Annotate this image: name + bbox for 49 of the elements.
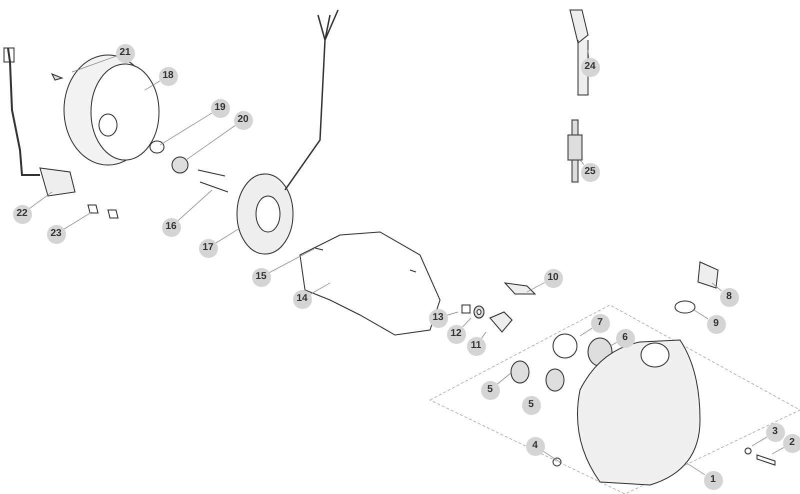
callout-number: 19: [210, 98, 230, 118]
callout-number: 7: [590, 314, 610, 332]
leader-line: [216, 228, 240, 244]
callout-number: 25: [580, 162, 600, 182]
callout-number: 22: [12, 204, 32, 224]
leader-line: [772, 447, 784, 454]
callout-number: 12: [446, 324, 466, 344]
leader-line: [64, 212, 92, 230]
callout-number: 9: [706, 314, 726, 334]
leader-line: [580, 160, 584, 166]
callout-number: 15: [252, 268, 270, 286]
leader-line: [684, 462, 706, 476]
leader-line: [542, 450, 560, 462]
leader-line: [588, 50, 590, 58]
callout-number: 8: [720, 288, 738, 306]
callout-number: 3: [766, 422, 784, 442]
callout-number: 23: [46, 224, 66, 244]
leader-line: [462, 318, 472, 328]
leader-line: [178, 190, 212, 221]
callout-number: 6: [616, 328, 634, 348]
callout-number: 11: [466, 336, 486, 356]
leader-line: [144, 80, 160, 90]
leader-line: [29, 192, 52, 209]
leader-line: [694, 310, 708, 320]
callout-number: 20: [234, 110, 252, 130]
leader-line: [526, 282, 545, 292]
callout-number: 10: [544, 268, 562, 288]
callout-number: 16: [162, 218, 180, 236]
leader-line: [446, 312, 458, 316]
leader-line: [186, 125, 236, 160]
leader-line: [269, 248, 314, 273]
callout-number: 13: [428, 308, 448, 328]
callout-number: 5: [480, 380, 500, 400]
callout-number: 5: [522, 396, 540, 414]
leader-line: [310, 282, 330, 295]
callout-number: 17: [198, 238, 218, 258]
callout-number: 21: [116, 44, 134, 62]
callout-number: 14: [292, 290, 312, 308]
leader-line: [580, 328, 592, 336]
callout-number: 18: [158, 66, 178, 86]
callout-number: 1: [704, 470, 722, 490]
leader-line: [481, 332, 486, 339]
leader-line: [160, 112, 212, 146]
callout-number: 2: [782, 434, 800, 452]
leader-line: [497, 372, 512, 384]
leader-line: [752, 436, 768, 446]
leader-line: [610, 342, 617, 346]
leader-line: [712, 282, 722, 292]
callout-number: 4: [526, 436, 544, 456]
